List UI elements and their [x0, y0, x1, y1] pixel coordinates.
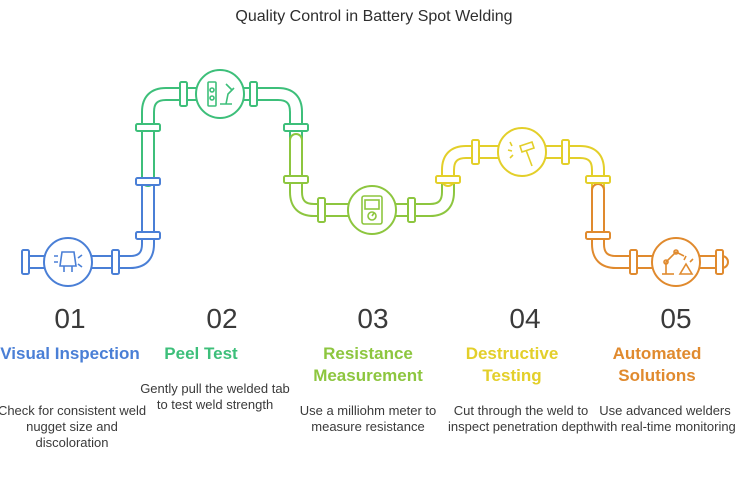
- step-description: Cut through the weld to inspect penetrat…: [448, 403, 594, 434]
- pipe-coupling: [283, 175, 309, 184]
- pipe-coupling: [407, 197, 416, 223]
- pipe-segment-blue: [21, 173, 155, 269]
- pipe-coupling: [135, 177, 161, 186]
- pipe-coupling: [135, 123, 161, 132]
- pipe-coupling: [283, 123, 309, 132]
- step-title: Resistance Measurement: [313, 344, 423, 385]
- step-number: 03: [357, 303, 389, 334]
- robot-arm-icon: [651, 237, 701, 287]
- pipe-coupling: [249, 81, 258, 107]
- step-title: Visual Inspection: [0, 344, 140, 363]
- peel-test-icon: [195, 69, 245, 119]
- pipe-coupling: [135, 231, 161, 240]
- step-description: Check for consistent weld nugget size an…: [0, 403, 147, 450]
- step-description: Use advanced welders with real-time moni…: [594, 403, 736, 434]
- hammer-icon: [497, 127, 547, 177]
- step-title: Automated Solutions: [612, 344, 702, 385]
- step-number: 04: [509, 303, 541, 334]
- pipe-coupling: [585, 231, 611, 240]
- pipe-segment-orange: [591, 183, 729, 269]
- pipe-coupling: [111, 249, 120, 275]
- pipe-coupling: [715, 249, 724, 275]
- step-title: Peel Test: [164, 344, 238, 363]
- magnifier-lamp-icon: [43, 237, 93, 287]
- pipe-coupling: [435, 175, 461, 184]
- pipe-coupling: [629, 249, 638, 275]
- step-number: 02: [206, 303, 238, 334]
- pipe-coupling: [585, 175, 611, 184]
- step-number: 01: [54, 303, 86, 334]
- step-title: Destructive Testing: [465, 344, 559, 385]
- pipe-coupling: [179, 81, 188, 107]
- pipe-coupling: [471, 139, 480, 165]
- pipeline-diagram: [21, 69, 729, 287]
- pipe-coupling: [561, 139, 570, 165]
- multimeter-icon: [347, 185, 397, 235]
- step-number: 05: [660, 303, 692, 334]
- diagram-title: Quality Control in Battery Spot Welding: [235, 8, 513, 25]
- step-description: Gently pull the welded tab to test weld …: [140, 381, 290, 412]
- pipe-coupling: [317, 197, 326, 223]
- step-description: Use a milliohm meter to measure resistan…: [299, 403, 437, 434]
- pipe-coupling: [21, 249, 30, 275]
